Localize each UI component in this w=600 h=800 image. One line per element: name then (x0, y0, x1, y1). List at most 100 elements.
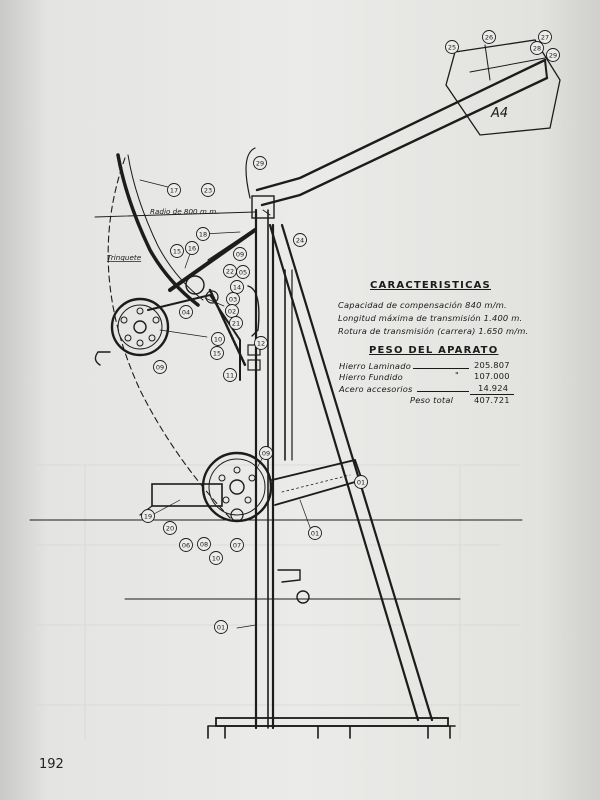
weight-row-value-1: 205.807 (474, 360, 510, 370)
callout-number: 15 (213, 349, 221, 357)
callout-circle (230, 538, 244, 552)
callout-circle (179, 305, 193, 319)
callout-10: 10 (211, 332, 225, 346)
callout-circle (197, 537, 211, 551)
callout-circle (167, 183, 181, 197)
callout-number: 27 (541, 33, 549, 41)
callout-number: 09 (262, 449, 270, 457)
ratchet-wheel (94, 297, 170, 366)
lower-gear-wheel (201, 451, 273, 523)
callout-20: 20 (163, 521, 177, 535)
callout-circle (153, 360, 167, 374)
callout-number: 06 (182, 541, 190, 549)
callout-circle (293, 233, 307, 247)
callout-21: 21 (229, 316, 243, 330)
callout-number: 25 (448, 43, 456, 51)
callout-number: 01 (311, 529, 319, 537)
callout-number: 21 (232, 319, 240, 327)
callout-circle (308, 526, 322, 540)
callout-01: 01 (308, 526, 322, 540)
callout-number: 28 (533, 44, 541, 52)
callout-circle (214, 620, 228, 634)
callout-circle (253, 156, 267, 170)
total-rule (470, 394, 514, 395)
callout-number: 18 (199, 230, 207, 238)
callout-number: 22 (226, 267, 234, 275)
callout-number: 29 (256, 159, 264, 167)
callout-circle (354, 475, 368, 489)
callout-number: 01 (217, 623, 225, 631)
trinquete-label: Trinquete (107, 253, 142, 262)
callout-number: 03 (229, 295, 237, 303)
callout-24: 24 (293, 233, 307, 247)
callout-circle (170, 244, 184, 258)
callout-circle (196, 227, 210, 241)
callout-01: 01 (214, 620, 228, 634)
total-label: Peso total (410, 395, 454, 405)
weight-title: PESO DEL APARATO (369, 345, 499, 356)
callout-number: 19 (144, 512, 152, 520)
callout-number: 04 (182, 308, 190, 316)
curved-lever (116, 153, 200, 307)
weight-row-rule-3 (417, 391, 469, 392)
callout-number: 02 (228, 307, 236, 315)
weight-row-label-3: Acero accesorios (339, 384, 413, 394)
callout-07: 07 (230, 538, 244, 552)
callout-09: 09 (153, 360, 167, 374)
callout-10: 10 (209, 551, 223, 565)
callout-number: 29 (549, 51, 557, 59)
callout-number: 17 (170, 186, 178, 194)
callout-circle (201, 183, 215, 197)
callout-number: 11 (226, 371, 234, 379)
callout-circle (163, 521, 177, 535)
callout-number: 05 (239, 268, 247, 276)
callout-number: 08 (200, 540, 208, 548)
callout-number: 12 (257, 339, 265, 347)
callout-22: 22 (223, 264, 237, 278)
detail-a4-box (445, 39, 561, 136)
callout-12: 12 (254, 336, 268, 350)
callout-17: 17 (167, 183, 181, 197)
callout-09: 09 (259, 446, 273, 460)
callout-27: 27 (538, 30, 552, 44)
lower-arm-assembly (139, 458, 364, 516)
callout-circle (538, 30, 552, 44)
faint-background-grid (35, 464, 520, 740)
callout-23: 23 (201, 183, 215, 197)
callout-circle (233, 247, 247, 261)
characteristic-line-2: Longitud máxima de transmisión 1.400 m. (338, 313, 523, 323)
characteristics-title: CARACTERISTICAS (370, 280, 491, 291)
callout-number: 20 (166, 524, 174, 532)
weight-row-label-1: Hierro Laminado (339, 361, 411, 371)
callout-circle (223, 264, 237, 278)
callout-08: 08 (197, 537, 211, 551)
callout-number: 24 (296, 236, 304, 244)
callout-circle (223, 368, 237, 382)
callout-number: 26 (485, 33, 493, 41)
callout-number: 15 (173, 247, 181, 255)
total-value: 407.721 (474, 395, 510, 405)
callout-number: 14 (233, 283, 241, 291)
callout-circle (482, 30, 496, 44)
callout-15: 15 (210, 346, 224, 360)
callout-circle (530, 41, 544, 55)
weight-row-dash: " (455, 370, 460, 380)
callout-29: 29 (253, 156, 267, 170)
callout-number: 01 (357, 478, 365, 486)
weight-row-value-2: 107.000 (474, 371, 510, 381)
weight-row-rule-1 (413, 368, 469, 369)
callout-circle (209, 551, 223, 565)
callout-circle (179, 538, 193, 552)
callout-number: 16 (188, 244, 196, 252)
callout-circle (210, 346, 224, 360)
lower-bracket (277, 569, 310, 604)
callout-11: 11 (223, 368, 237, 382)
callout-16: 16 (185, 241, 199, 255)
callout-number: 10 (214, 335, 222, 343)
callout-29: 29 (546, 48, 560, 62)
main-column (251, 195, 275, 730)
callout-circle (185, 241, 199, 255)
